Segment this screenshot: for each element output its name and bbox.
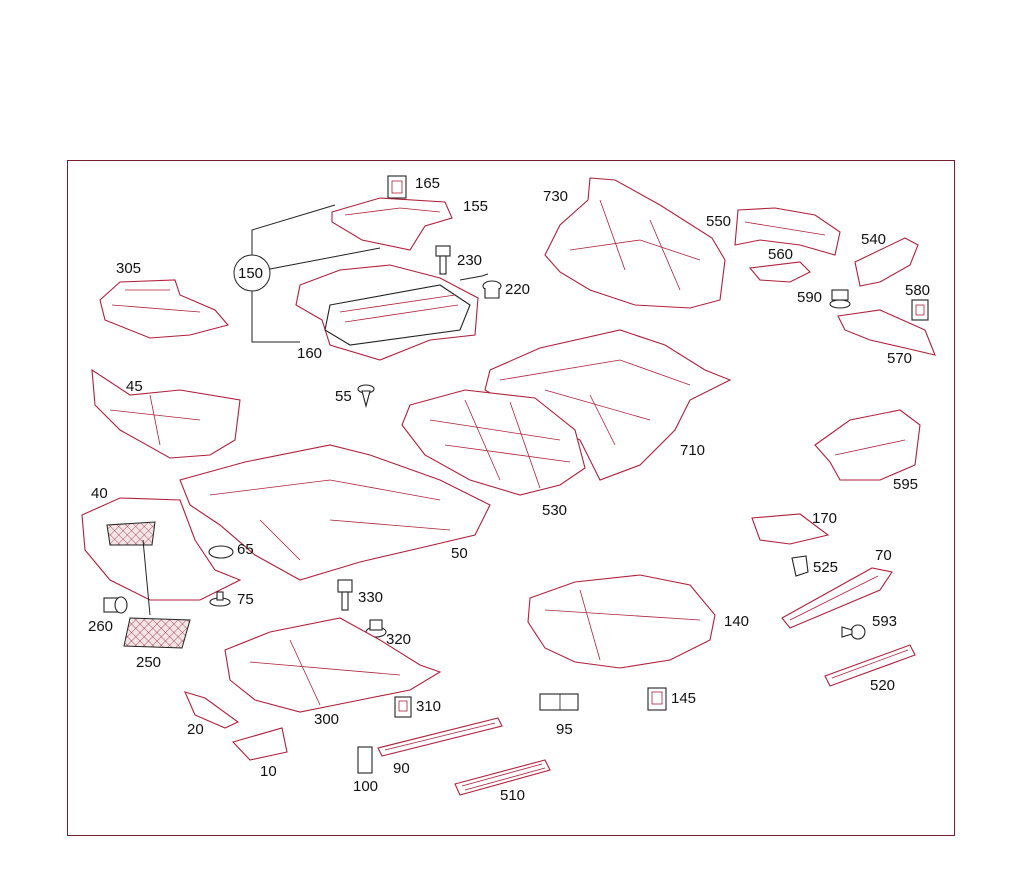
callout-90: 90 xyxy=(393,760,410,777)
callout-40: 40 xyxy=(91,485,108,502)
part-145-clip xyxy=(647,687,667,711)
part-300-floor xyxy=(224,617,442,713)
part-560 xyxy=(748,261,811,283)
part-525-clip xyxy=(791,555,809,577)
part-330-bolt xyxy=(337,579,353,611)
part-595 xyxy=(814,409,921,481)
callout-305: 305 xyxy=(116,260,142,277)
part-155-panel xyxy=(331,197,453,251)
callout-570: 570 xyxy=(887,350,913,367)
callout-145: 145 xyxy=(671,690,697,707)
part-55-fastener xyxy=(357,384,375,409)
callout-160: 160 xyxy=(297,345,323,362)
part-530-mat xyxy=(401,389,586,496)
part-165-clip xyxy=(387,175,407,199)
callout-65: 65 xyxy=(237,541,254,558)
callout-530: 530 xyxy=(542,502,568,519)
part-45 xyxy=(91,368,241,459)
callout-100: 100 xyxy=(353,778,379,795)
callout-525: 525 xyxy=(813,559,839,576)
callout-330: 330 xyxy=(358,589,384,606)
part-310-clip xyxy=(394,696,412,718)
callout-550: 550 xyxy=(706,213,732,230)
callout-45: 45 xyxy=(126,378,143,395)
part-90-sill xyxy=(377,717,503,757)
callout-50: 50 xyxy=(451,545,468,562)
callout-55: 55 xyxy=(335,388,352,405)
callout-320: 320 xyxy=(386,631,412,648)
callout-730: 730 xyxy=(543,188,569,205)
callout-580: 580 xyxy=(905,282,931,299)
callout-593: 593 xyxy=(872,613,898,630)
part-570 xyxy=(837,309,936,356)
part-70-sill xyxy=(781,567,893,629)
part-100-clip xyxy=(357,746,373,774)
part-75-fastener xyxy=(209,591,231,607)
callout-560: 560 xyxy=(768,246,794,263)
part-20 xyxy=(184,691,240,729)
callout-170: 170 xyxy=(812,510,838,527)
part-305 xyxy=(99,279,229,339)
callout-595: 595 xyxy=(893,476,919,493)
callout-95: 95 xyxy=(556,721,573,738)
callout-70: 70 xyxy=(875,547,892,564)
callout-230: 230 xyxy=(457,252,483,269)
diagram-frame xyxy=(67,160,955,836)
part-140-floor xyxy=(527,574,716,669)
part-220-grommet xyxy=(459,273,502,299)
callout-150: 150 xyxy=(238,265,264,282)
part-230-bolt xyxy=(435,245,451,275)
part-540 xyxy=(854,237,919,287)
callout-140: 140 xyxy=(724,613,750,630)
part-50-carpet xyxy=(179,444,491,581)
part-65-plug xyxy=(208,545,234,559)
callout-75: 75 xyxy=(237,591,254,608)
callout-710: 710 xyxy=(680,442,706,459)
callout-540: 540 xyxy=(861,231,887,248)
part-95-block xyxy=(539,693,579,711)
part-10 xyxy=(231,727,288,761)
callout-260: 260 xyxy=(88,618,114,635)
part-580-clip xyxy=(911,299,929,321)
callout-220: 220 xyxy=(505,281,531,298)
callout-165: 165 xyxy=(415,175,441,192)
callout-520: 520 xyxy=(870,677,896,694)
part-160-tray xyxy=(295,264,479,361)
callout-20: 20 xyxy=(187,721,204,738)
part-590-grommet xyxy=(829,289,851,309)
part-520-sill xyxy=(824,644,916,687)
part-550 xyxy=(734,207,841,256)
callout-300: 300 xyxy=(314,711,340,728)
part-260-clip xyxy=(103,596,128,614)
part-150-group xyxy=(233,204,381,343)
part-593-screw xyxy=(841,624,866,640)
callout-310: 310 xyxy=(416,698,442,715)
part-730 xyxy=(544,177,726,309)
callout-10: 10 xyxy=(260,763,277,780)
callout-250: 250 xyxy=(136,654,162,671)
callout-590: 590 xyxy=(797,289,823,306)
part-250-net xyxy=(123,617,191,649)
callout-510: 510 xyxy=(500,787,526,804)
callout-155: 155 xyxy=(463,198,489,215)
part-40 xyxy=(81,497,242,616)
part-170-pad xyxy=(751,513,830,545)
part-510-sill xyxy=(454,759,551,796)
